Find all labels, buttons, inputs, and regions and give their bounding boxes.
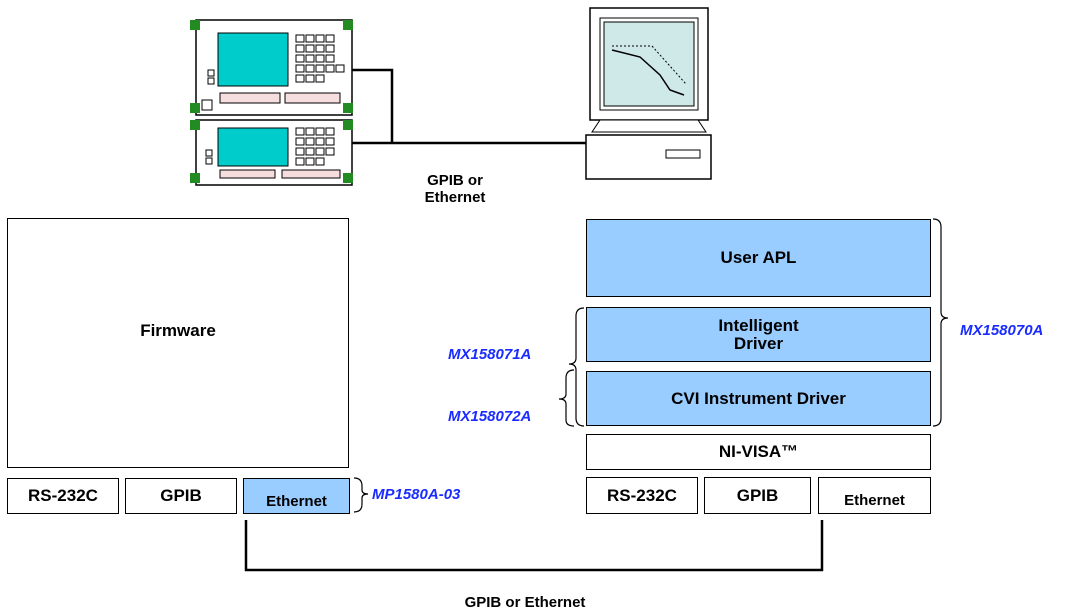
instrument-interface-ethernet: Ethernet — [243, 478, 350, 514]
pc-interface-gpib: GPIB — [704, 477, 811, 514]
option-label-mp1580a-03: MP1580A-03 — [372, 486, 461, 503]
instrument-interface-rs232c: RS-232C — [7, 478, 119, 514]
instrument-interface-gpib: GPIB — [125, 478, 237, 514]
brace-mp1580a-03 — [353, 477, 369, 513]
bottom-cable-line — [244, 520, 824, 572]
brace-mx158070a — [932, 218, 949, 427]
pc-interface-ethernet: Ethernet — [818, 477, 931, 514]
instrument-unit-bottom-icon — [190, 119, 353, 186]
layer-intelligent-driver: Intelligent Driver — [586, 307, 931, 362]
firmware-box: Firmware — [7, 218, 349, 468]
layer-ni-visa: NI-VISA™ — [586, 434, 931, 470]
layer-user-apl: User APL — [586, 219, 931, 297]
layer-cvi-instrument-driver: CVI Instrument Driver — [586, 371, 931, 426]
top-cable-line — [352, 68, 586, 145]
pc-interface-rs232c: RS-232C — [586, 477, 698, 514]
brace-mx158072a — [558, 369, 575, 427]
product-label-mx158070a: MX158070A — [960, 322, 1044, 339]
product-label-mx158071a: MX158071A — [448, 346, 532, 363]
top-link-label: GPIB or Ethernet — [424, 172, 486, 206]
product-label-mx158072a: MX158072A — [448, 408, 532, 425]
instrument-unit-top-icon — [190, 19, 353, 116]
bottom-link-label: GPIB or Ethernet — [464, 594, 586, 611]
brace-mx158071a — [568, 307, 585, 427]
pc-icon — [585, 7, 712, 180]
firmware-label: Firmware — [140, 321, 216, 340]
